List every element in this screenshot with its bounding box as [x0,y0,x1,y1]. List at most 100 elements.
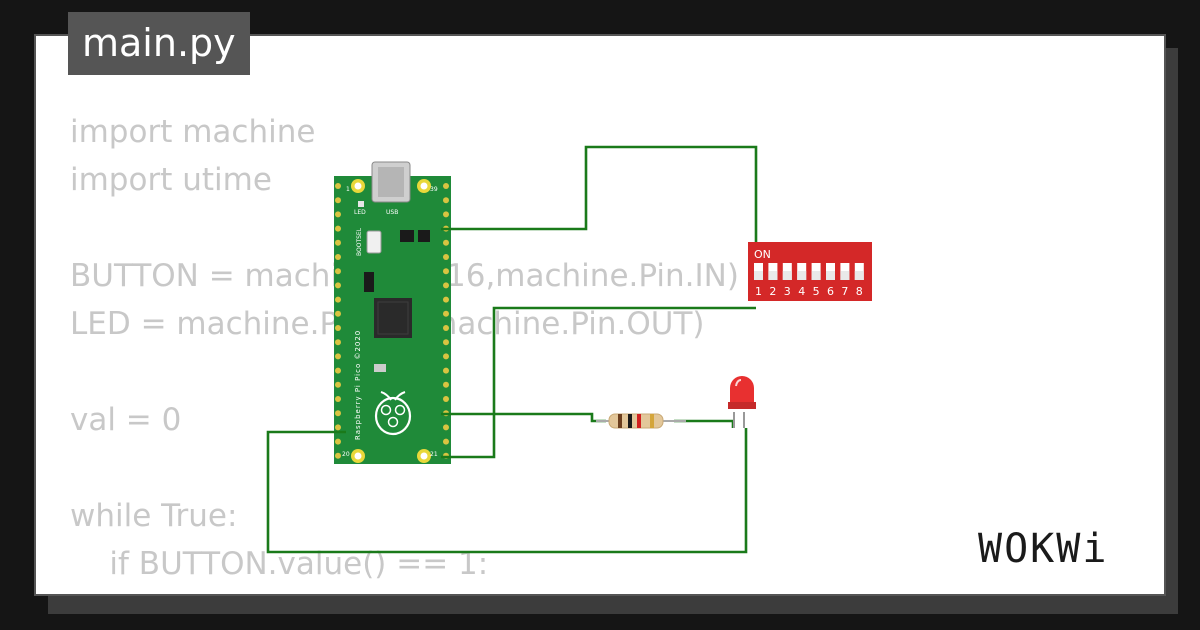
smd-component [374,364,386,372]
wire-resistor-to-led[interactable] [674,419,735,428]
pico-pin[interactable] [443,197,449,204]
pico-pin[interactable] [443,211,449,218]
dip-toggle-knob [754,271,763,280]
wire-gpio-to-switch-input[interactable] [441,145,758,249]
pico-pin[interactable] [335,211,341,218]
pico-pin[interactable] [335,282,341,289]
pico-pin[interactable] [443,282,449,289]
resistor-band [628,414,632,428]
pico-pin[interactable] [335,254,341,260]
dip-toggle-knob [797,271,807,280]
pico-pin[interactable] [443,381,449,388]
pico-pin[interactable] [443,254,449,260]
circuit-diagram: LED USB 1 39 20 21 BOOTSEL Raspberry Pi … [266,145,872,554]
pico-pin[interactable] [335,396,341,402]
dip-toggle-knob [840,271,850,280]
dip-toggle-knob [811,271,821,280]
resistor[interactable] [596,413,686,429]
pico-pin[interactable] [335,296,341,303]
dip-number-label: 5 [813,285,820,298]
raspberry-pi-pico-board[interactable]: LED USB 1 39 20 21 BOOTSEL Raspberry Pi … [334,161,451,464]
mounting-hole-center [420,452,428,460]
code-line: import utime [70,162,272,198]
wokwi-logo: WOKWi [978,526,1108,572]
wokwi-logo-text: WOKWi [978,526,1108,572]
dip-toggle-knob [782,271,792,280]
pico-pin[interactable] [335,225,341,232]
pico-pin[interactable] [335,197,341,204]
dip-number-label: 6 [827,285,834,298]
pico-pin[interactable] [335,424,341,431]
pico-pin[interactable] [443,339,449,346]
pico-pin[interactable] [443,438,449,445]
pico-left-pin-header [335,183,341,459]
pico-pin[interactable] [443,310,449,317]
pico-pin[interactable] [443,296,449,303]
pico-pin[interactable] [335,381,341,388]
smd-chip [418,230,430,242]
code-line: val = val + 1 [70,594,352,596]
pico-pin[interactable] [443,367,449,374]
dip-number-label: 3 [784,285,791,298]
bootsel-button[interactable] [366,230,382,254]
mounting-hole-center [420,182,428,190]
code-line: BUTTON = machine.Pin(16,machine.Pin.IN) [70,258,739,294]
dip-toggle-row[interactable] [754,263,864,280]
pico-pin[interactable] [443,424,449,431]
smd-chip [400,230,414,242]
pico-pin[interactable] [335,367,341,374]
code-line: while True: [70,498,238,534]
pico-pin[interactable] [443,325,449,331]
pico-pin[interactable] [335,310,341,317]
mounting-hole-center [354,452,362,460]
pico-pin[interactable] [335,183,341,189]
red-led[interactable] [728,376,756,428]
mounting-hole-center [354,182,362,190]
dip-toggle-knob [768,271,778,280]
pin-number-label: 21 [430,451,438,458]
pico-pin[interactable] [335,268,341,275]
resistor-band [618,414,622,428]
file-tab-main-py[interactable]: main.py [68,12,250,75]
pico-pin[interactable] [335,325,341,331]
wire-led-to-ground[interactable] [266,428,748,554]
pico-pin[interactable] [335,239,341,246]
pico-pin[interactable] [443,396,449,402]
pico-pin[interactable] [335,353,341,360]
pico-pin[interactable] [335,339,341,346]
rp2040-chip-outline [377,301,409,335]
pico-pin[interactable] [335,452,341,459]
bootsel-silkscreen-label: BOOTSEL [356,227,363,256]
code-line: val = 0 [70,402,182,438]
pico-brand-silkscreen: Raspberry Pi Pico ©2020 [354,330,362,440]
dip-toggle-knob [826,271,835,280]
dip-number-label: 8 [856,285,863,298]
rp2040-chip [374,298,412,338]
dip-number-label: 4 [798,285,805,298]
code-line: import machine [70,114,316,150]
raspberry-logo-icon [374,391,412,436]
resistor-band [637,414,641,428]
smd-chip [364,272,374,292]
wire-switch-to-pico[interactable] [441,306,756,459]
pin-number-label: 39 [430,186,438,193]
onboard-led [358,201,364,207]
preview-card: import machine import utime BUTTON = mac… [34,34,1166,596]
dip-toggle-knob [854,271,864,280]
pin-number-label: 20 [342,451,350,458]
pico-pin[interactable] [443,353,449,360]
led-silkscreen-label: LED [354,209,366,216]
wire-gpio-to-resistor[interactable] [441,412,606,423]
pico-pin[interactable] [443,268,449,275]
usb-silkscreen-label: USB [386,209,398,216]
pico-pin[interactable] [443,183,449,189]
resistor-band [650,414,654,428]
dip-on-label: ON [754,248,771,261]
pico-pin[interactable] [443,239,449,246]
usb-port-inner [378,167,404,197]
pico-pin[interactable] [335,438,341,445]
pico-pin[interactable] [335,410,341,417]
